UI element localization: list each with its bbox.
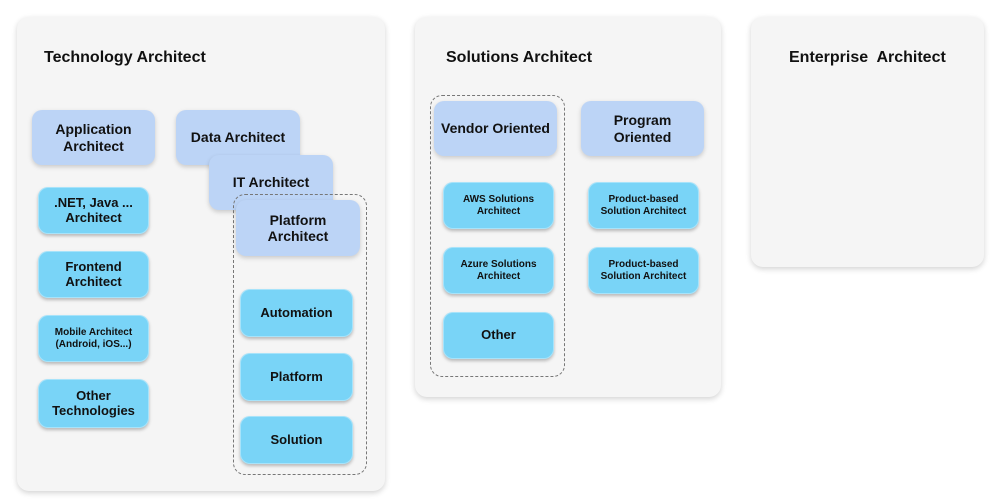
product-based-solution-architect-box-2: Product-based Solution Architect xyxy=(588,247,699,294)
technology-architect-title: Technology Architect xyxy=(44,49,206,66)
other-technologies-box: Other Technologies xyxy=(38,379,149,428)
application-architect-box: Application Architect xyxy=(32,110,155,165)
solutions-architect-title: Solutions Architect xyxy=(446,49,593,66)
product-based-solution-architect-box-1: Product-based Solution Architect xyxy=(588,182,699,229)
program-oriented-box: Program Oriented xyxy=(581,101,704,156)
vendor-oriented-group xyxy=(430,95,565,377)
platform-architect-group xyxy=(233,194,367,475)
platform-box: Platform xyxy=(240,353,353,401)
enterprise-architect-title: Enterprise Architect xyxy=(789,49,946,66)
dotnet-java-architect-box: .NET, Java ... Architect xyxy=(38,187,149,234)
enterprise-architect-panel: Enterprise Architect xyxy=(751,17,984,267)
vendor-oriented-box: Vendor Oriented xyxy=(434,101,557,156)
solution-box: Solution xyxy=(240,416,353,464)
aws-solutions-architect-box: AWS Solutions Architect xyxy=(443,182,554,229)
azure-solutions-architect-box: Azure Solutions Architect xyxy=(443,247,554,294)
frontend-architect-box: Frontend Architect xyxy=(38,251,149,298)
platform-architect-box: Platform Architect xyxy=(236,200,360,256)
vendor-other-box: Other xyxy=(443,312,554,359)
automation-box: Automation xyxy=(240,289,353,337)
mobile-architect-box: Mobile Architect (Android, iOS...) xyxy=(38,315,149,362)
